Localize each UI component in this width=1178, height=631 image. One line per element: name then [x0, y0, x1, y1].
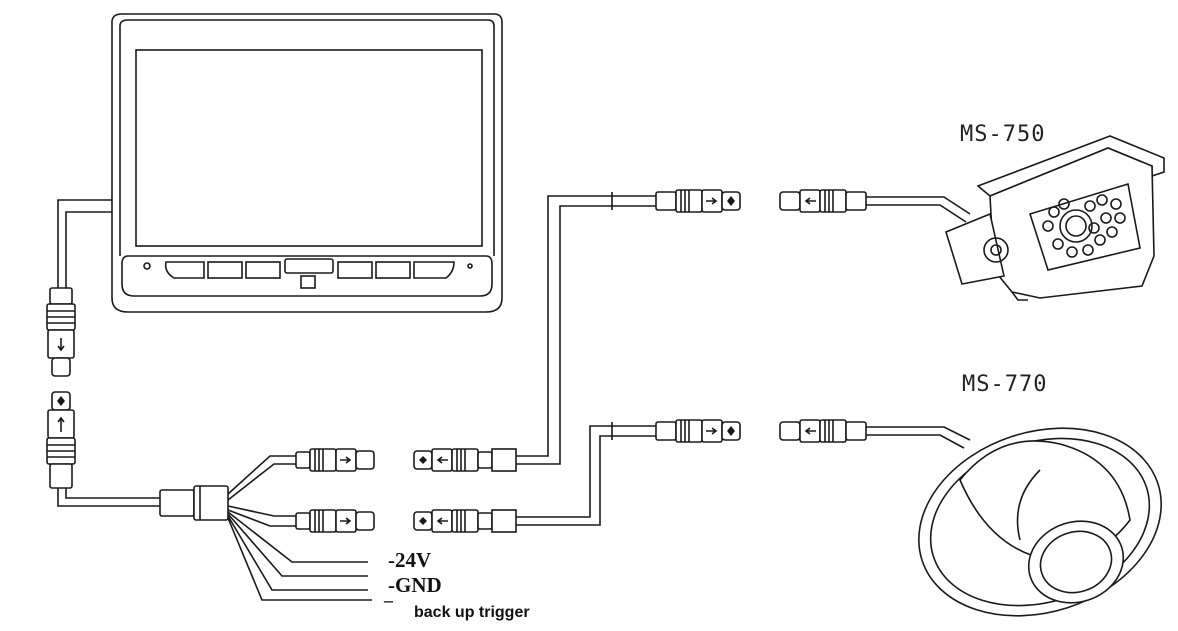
connector-icon	[779, 419, 867, 443]
connector-icon	[46, 287, 76, 489]
connector-icon	[655, 419, 741, 443]
dome-camera-icon	[918, 427, 1162, 617]
power-positive-label: -24V	[388, 548, 432, 572]
camera-model-label-top: MS-750	[960, 122, 1046, 147]
junction-box	[159, 485, 229, 521]
connector-icon	[779, 189, 867, 213]
box-camera-icon	[945, 135, 1165, 301]
trigger-wire-mark: –	[384, 590, 393, 610]
connector-icon	[655, 189, 741, 213]
back-up-trigger-label: back up trigger	[414, 604, 530, 621]
camera-model-label-bottom: MS-770	[962, 372, 1048, 397]
monitor-icon	[111, 13, 503, 313]
ground-label: -GND	[388, 573, 442, 597]
